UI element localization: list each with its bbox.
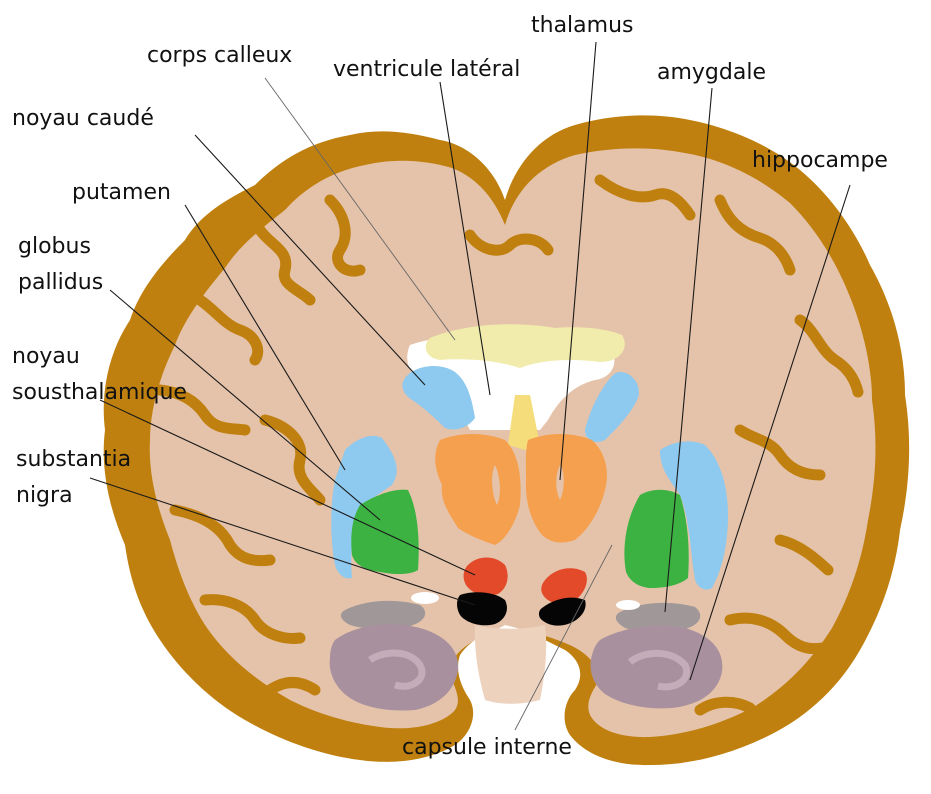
temporal-horn-left	[411, 592, 439, 604]
label-sn-line1: substantia	[16, 447, 131, 472]
label-amygdale: amygdale	[657, 60, 766, 85]
label-globus-line2: pallidus	[18, 270, 103, 295]
hippocampus-right	[591, 626, 723, 709]
label-globus-line1: globus	[18, 234, 91, 259]
label-stn-line1: noyau	[12, 344, 80, 369]
label-sn-line2: nigra	[16, 483, 73, 508]
label-corps-calleux: corps calleux	[147, 43, 292, 68]
label-ventricule-lateral: ventricule latéral	[333, 57, 520, 82]
temporal-horn-right	[616, 600, 640, 610]
label-capsule-interne: capsule interne	[402, 735, 572, 760]
label-noyau-caude: noyau caudé	[12, 106, 154, 131]
label-hippocampe: hippocampe	[752, 148, 888, 173]
label-thalamus: thalamus	[531, 13, 633, 38]
brainstem	[475, 625, 546, 704]
label-putamen: putamen	[72, 180, 171, 205]
label-stn-line2: sousthalamique	[12, 380, 187, 405]
